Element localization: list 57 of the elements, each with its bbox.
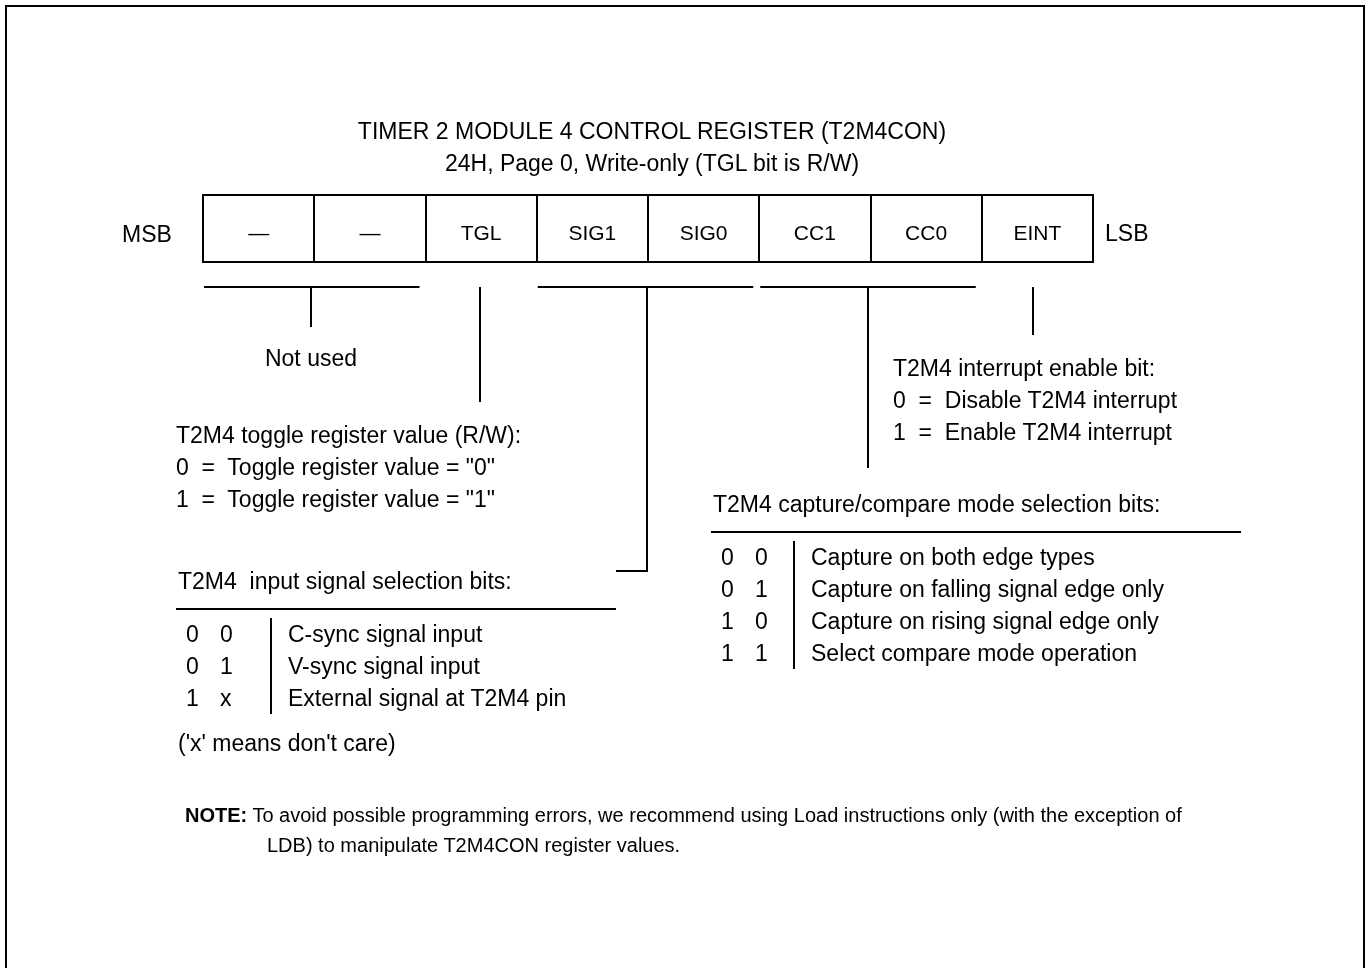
description-heading: T2M4 interrupt enable bit: — [893, 354, 1157, 383]
table-cell: External signal at T2M4 pin — [270, 682, 567, 714]
table-cell: Capture on rising signal edge only — [793, 605, 1159, 637]
register-bit-cell — [424, 194, 538, 263]
register-bit-cell — [869, 194, 983, 263]
register-bit-cell — [647, 194, 761, 263]
table-cell: Capture on falling signal edge only — [793, 573, 1164, 605]
table-cell-text: 0 — [720, 543, 735, 572]
table-cell: Capture on both edge types — [793, 541, 1095, 573]
leader-line — [867, 286, 977, 469]
register-bit-cell — [535, 194, 649, 263]
table-cell-text: 1 — [219, 652, 234, 681]
table-cell-text: 1 — [185, 684, 200, 713]
table-cell: V-sync signal input — [270, 650, 480, 682]
note-text: NOTE: To avoid possible programming errors, we recommend using Load instructions only (with the exception of LDB) to manipulate T2M4CON register values. — [185, 803, 1183, 858]
table-cell-text: 0 — [720, 575, 735, 604]
register-bit-cell — [313, 194, 427, 263]
diagram-title: TIMER 2 MODULE 4 CONTROL REGISTER (T2M4CON) — [356, 117, 948, 146]
msb-label: MSB — [122, 220, 172, 249]
table-cell-text: 1 — [720, 639, 735, 668]
value-description: 0 = Toggle register value = "0" — [176, 453, 496, 482]
table-cell-text: 0 — [754, 607, 769, 636]
bit-name: — — [248, 220, 270, 246]
lsb-label: LSB — [1105, 219, 1149, 248]
description-text: Not used — [263, 344, 359, 373]
table-heading: T2M4 capture/compare mode selection bits: — [711, 489, 1241, 533]
footnote: ('x' means don't care) — [177, 729, 397, 758]
bit-name: CC0 — [905, 220, 948, 246]
bit-name: CC1 — [793, 220, 836, 246]
table-cell-text: 1 — [754, 639, 769, 668]
register-bit-cell — [202, 194, 316, 263]
value-description: 0 = Disable T2M4 interrupt — [893, 386, 1179, 415]
register-bit-cell — [980, 194, 1094, 263]
register-address: 24H, Page 0, Write-only (TGL bit is R/W) — [443, 149, 861, 178]
table-cell-text: 1 — [720, 607, 735, 636]
value-description: 1 = Enable T2M4 interrupt — [893, 418, 1173, 447]
bit-name: SIG1 — [568, 220, 617, 246]
table-cell: C-sync signal input — [270, 618, 483, 650]
bit-name: SIG0 — [679, 220, 728, 246]
table-cell: Select compare mode operation — [793, 637, 1138, 669]
leader-line — [1032, 286, 1034, 336]
leader-line — [615, 286, 755, 572]
description-heading: T2M4 toggle register value (R/W): — [176, 421, 523, 450]
value-description: 1 = Toggle register value = "1" — [176, 485, 496, 514]
table-heading: T2M4 input signal selection bits: — [176, 566, 616, 610]
bit-name: EINT — [1013, 220, 1062, 246]
leader-line — [479, 286, 481, 403]
bit-name: TGL — [460, 220, 502, 246]
leader-line — [310, 286, 421, 328]
table-cell-text: 0 — [754, 543, 769, 572]
table-cell-text: 0 — [219, 620, 234, 649]
table-cell-text: 0 — [185, 620, 200, 649]
bit-name: — — [359, 220, 381, 246]
register-bit-cell — [758, 194, 872, 263]
table-cell-text: 0 — [185, 652, 200, 681]
table-cell-text: x — [219, 684, 233, 713]
table-cell-text: 1 — [754, 575, 769, 604]
